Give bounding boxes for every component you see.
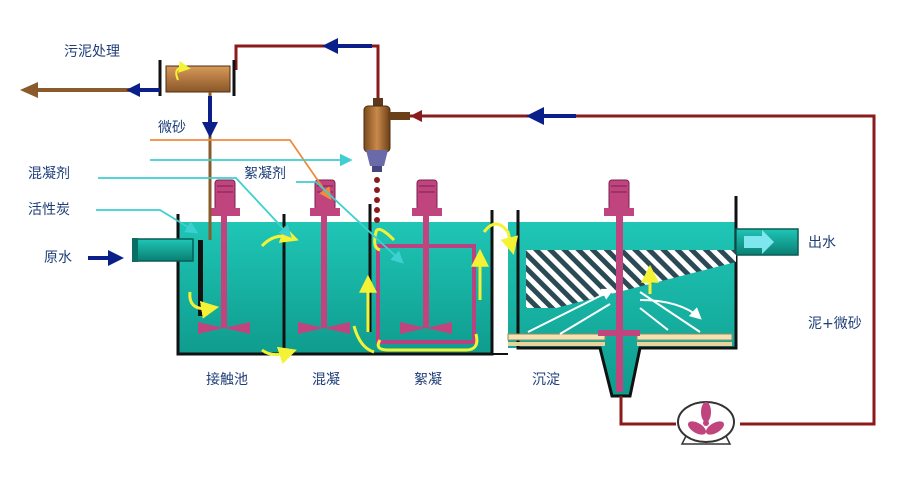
label-activated-carbon: 活性炭 [28,202,70,218]
label-flocculation: 絮凝 [414,371,442,388]
label-sludge-treatment: 污泥处理 [64,44,120,60]
arrow-left-icon [322,38,372,54]
sludge-scraper [507,333,733,346]
outlet-arrow-icon [744,230,774,254]
hydrocyclone-icon [363,98,410,172]
mixer-contact [198,179,250,334]
label-raw-water: 原水 [44,250,72,266]
label-sedimentation: 沉淀 [532,372,560,388]
mixer-sedimentation [598,179,640,392]
arrow-left-icon [410,110,422,122]
arrow-left-icon [126,83,160,97]
arrow-down-icon [202,96,218,138]
arrow-right-icon [88,250,124,266]
label-outlet-water: 出水 [808,235,836,251]
sludge-separator-icon [158,60,236,96]
microsand-drops [374,177,380,223]
label-coagulant: 混凝剂 [28,166,70,182]
settler-flow-lines [527,288,702,335]
baffle [198,240,203,316]
dosing-lines [96,139,404,264]
mixer-flocculation [400,179,452,334]
lamella-settler [526,250,736,308]
recirculation-pump-icon [677,401,735,445]
raw-water-inlet-pipe [132,238,194,262]
flow-arrows [188,222,659,364]
arrow-left-icon [526,107,576,125]
label-microsand: 微砂 [158,120,186,136]
tank-contact [178,222,284,354]
sludge-recycle-line [234,44,876,426]
label-sludge-microsand: 泥+微砂 [808,316,862,332]
label-flocculant: 絮凝剂 [244,165,286,182]
label-coagulation: 混凝 [312,372,340,388]
label-contact-tank: 接触池 [206,371,248,388]
direction-arrows [88,38,576,266]
